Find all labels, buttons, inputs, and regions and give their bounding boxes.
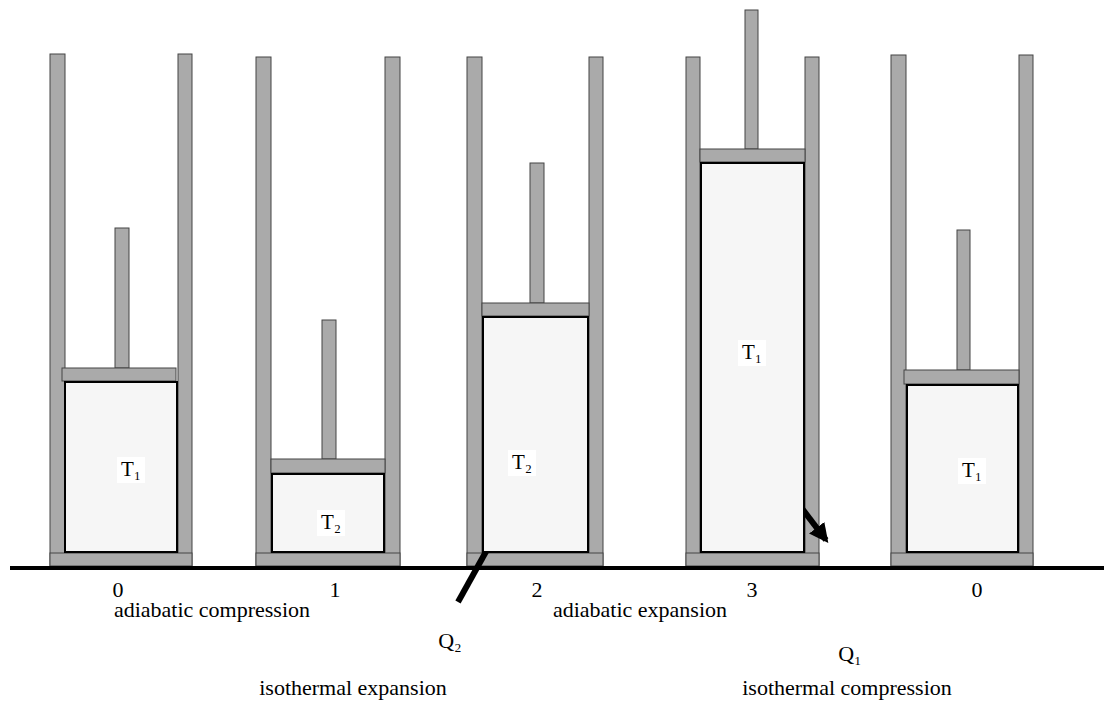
gas-region: T₁	[64, 381, 178, 553]
gas-region: T₂	[271, 473, 385, 553]
temperature-label: T₂	[508, 450, 536, 475]
state-number: 1	[330, 578, 341, 602]
process-label: Q₂	[438, 629, 462, 653]
process-label: adiabatic compression	[114, 598, 310, 622]
process-label: Q₁	[838, 642, 862, 666]
process-label: isothermal compression	[742, 676, 952, 700]
cylinders	[50, 10, 1033, 566]
state-number: 2	[532, 578, 543, 602]
temperature-label: T₁	[738, 340, 766, 365]
process-label: adiabatic expansion	[553, 598, 727, 622]
ground-line	[10, 566, 1104, 570]
gas-region: T₁	[906, 384, 1019, 553]
state-number: 0	[972, 578, 983, 602]
process-label: isothermal expansion	[259, 676, 447, 700]
gas-region: T₁	[700, 162, 805, 553]
temperature-label: T₁	[117, 457, 145, 482]
state-number: 3	[747, 578, 758, 602]
temperature-label: T₁	[958, 458, 986, 483]
gas-region: T₂	[482, 316, 589, 553]
temperature-label: T₂	[317, 510, 345, 535]
